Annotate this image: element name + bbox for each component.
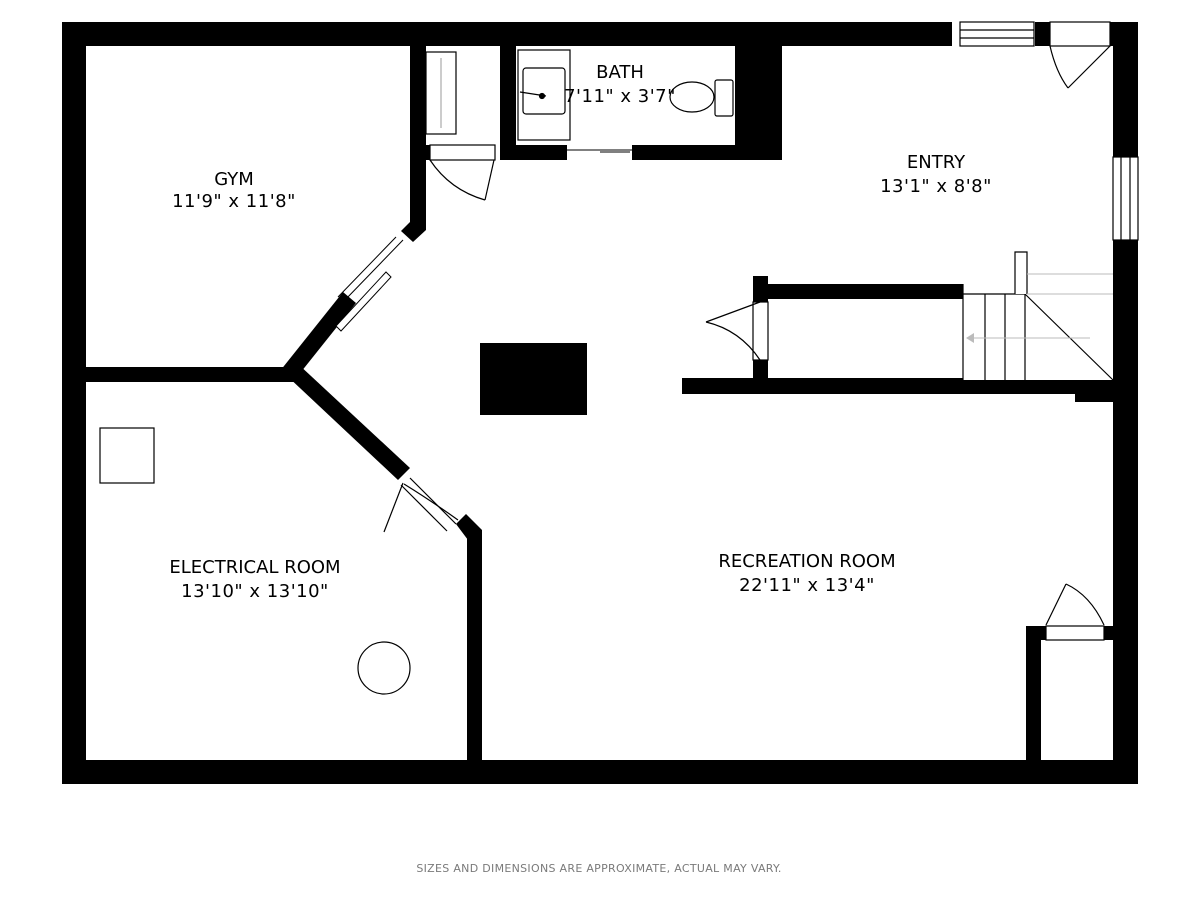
wall-closet-br-left [1026, 626, 1041, 766]
room-entry-label: ENTRY 13'1" x 8'8" [880, 152, 992, 197]
door-closet-br-frame [1045, 625, 1105, 641]
wall-gym-bottom [84, 367, 294, 382]
room-electrical-name: ELECTRICAL ROOM [169, 557, 340, 578]
wall-top [62, 22, 952, 46]
room-gym-name: GYM [214, 169, 254, 190]
stairs-icon [962, 251, 1114, 381]
room-recreation-label: RECREATION ROOM 22'11" x 13'4" [718, 551, 895, 596]
door-swing-icon [335, 21, 1111, 641]
door-closet-frame [429, 144, 496, 161]
room-bath-dimensions: 7'11" x 3'7" [564, 86, 676, 107]
wall-closet-bath [500, 44, 516, 160]
utility-box-icon [99, 427, 155, 484]
disclaimer-note: SIZES AND DIMENSIONS ARE APPROXIMATE, AC… [416, 862, 781, 875]
wall-stair-top [753, 284, 963, 299]
wall-gym-diag-stub [401, 222, 426, 242]
wall-stair-left [753, 276, 768, 302]
wall-closet-br-top [1026, 626, 1046, 640]
wall-stair-left-lower [753, 360, 768, 382]
window-icon [959, 21, 1139, 241]
room-recreation-name: RECREATION ROOM [718, 551, 895, 572]
wall-top-right [1035, 22, 1050, 46]
door-entry-frame [1049, 21, 1111, 47]
room-gym-label: GYM 11'9" x 11'8" [172, 169, 296, 212]
closet-shelf-icon [425, 51, 457, 135]
wall-bottom [62, 760, 1138, 784]
wall-left [62, 22, 86, 784]
wall-right-mid [1113, 240, 1138, 784]
interior-walls [84, 44, 1138, 766]
exterior-walls [62, 22, 1138, 784]
window-right [1112, 156, 1139, 241]
wall-gym-diag-lower [280, 292, 356, 382]
wall-rec-top [682, 378, 1120, 394]
wall-rec-top-right [1075, 378, 1138, 402]
room-entry-dimensions: 13'1" x 8'8" [880, 176, 992, 197]
room-bath-label: BATH 7'11" x 3'7" [564, 62, 676, 107]
wall-electrical-right [467, 530, 482, 764]
wall-bath-right [735, 44, 782, 160]
room-recreation-dimensions: 22'11" x 13'4" [739, 575, 875, 596]
water-heater-icon [357, 641, 411, 695]
column [480, 343, 587, 415]
room-gym-dimensions: 11'9" x 11'8" [172, 191, 296, 212]
room-entry-name: ENTRY [907, 152, 966, 173]
wall-right-upper [1113, 22, 1138, 157]
room-electrical-dimensions: 13'10" x 13'10" [181, 581, 329, 602]
wall-bath-bottom-right [632, 145, 782, 160]
room-bath-name: BATH [596, 62, 644, 83]
wall-bath-bottom-left [500, 145, 567, 160]
wall-closet-br-top-r [1104, 626, 1118, 640]
wall-electrical-diag [285, 363, 410, 480]
door-stair-frame [752, 301, 769, 361]
room-electrical-label: ELECTRICAL ROOM 13'10" x 13'10" [169, 557, 340, 602]
toilet-icon [669, 79, 734, 117]
window-top-1 [959, 21, 1035, 47]
sink-icon [517, 49, 571, 141]
wall-gym-right [410, 44, 426, 226]
